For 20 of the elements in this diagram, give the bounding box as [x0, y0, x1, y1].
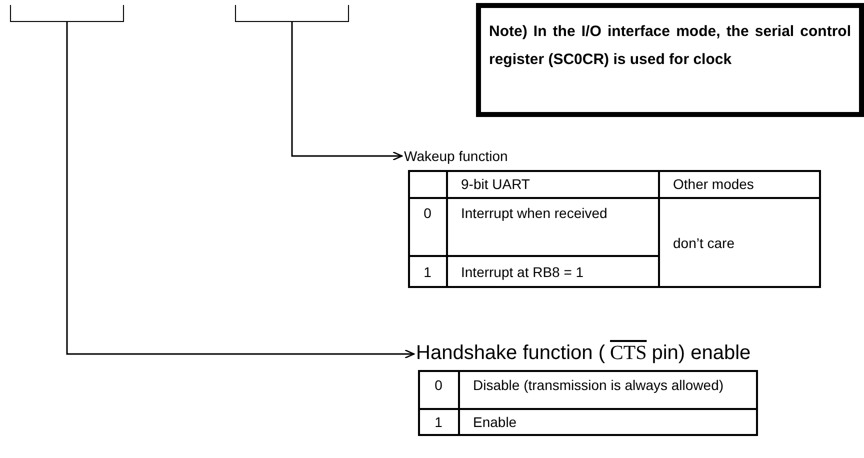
- arrow: [291, 22, 403, 161]
- table-cell-text: Other modes: [673, 175, 754, 194]
- bit-value-cell-text: 1: [434, 413, 442, 432]
- bit-value-cell-text: 0: [434, 376, 442, 395]
- table-cell-text: Interrupt when received: [461, 204, 608, 223]
- table-cell-text: Enable: [473, 413, 517, 432]
- signal-name: CTS: [610, 341, 647, 366]
- function-label: Handshake function (: [416, 341, 606, 366]
- note-box: Note) In the I/O interface mode, the serial control register (SC0CR) is used for clock: [476, 3, 864, 117]
- function-label: Wakeup function: [404, 146, 604, 166]
- function-label: pin) enable: [652, 341, 751, 366]
- bit-bracket: [10, 5, 124, 22]
- bit-value-cell-text: 1: [424, 262, 432, 282]
- bit-bracket: [235, 5, 349, 22]
- table-cell-text: 9-bit UART: [461, 175, 530, 194]
- arrow: [66, 22, 415, 359]
- table-cell-text: don’t care: [673, 234, 734, 252]
- bit-value-cell-text: 0: [424, 204, 432, 223]
- table-cell-text: Disable (transmission is always allowed): [473, 376, 724, 395]
- table-cell-text: Interrupt at RB8 = 1: [461, 262, 584, 282]
